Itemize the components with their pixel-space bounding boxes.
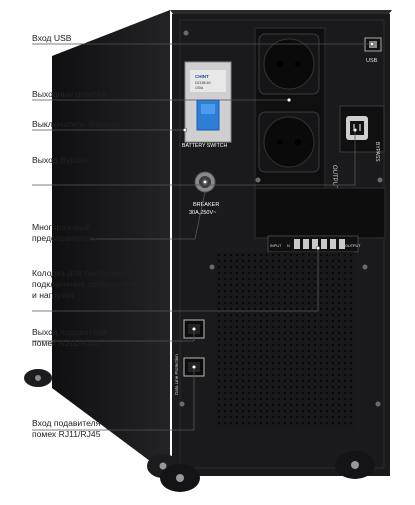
callout-terminal-line2: подключения сетевых проводов bbox=[32, 279, 160, 289]
battery-switch[interactable]: CHINT DZ158-60 100A bbox=[184, 61, 232, 143]
terminal-n-label: N bbox=[287, 244, 290, 248]
screws bbox=[179, 30, 383, 407]
callout-leaders bbox=[32, 43, 372, 431]
callout-dots bbox=[182, 41, 375, 370]
breaker-label: BREAKER bbox=[193, 202, 219, 208]
breaker-model: DZ158-60 bbox=[195, 81, 211, 85]
terminal-input-label: INPUT bbox=[270, 244, 282, 248]
terminal-output-label: OUTPUT bbox=[345, 244, 361, 248]
outlet-2 bbox=[258, 111, 320, 173]
breaker-rating-label: 30A,250V~ bbox=[189, 210, 216, 216]
bypass-label: BYPASS bbox=[374, 142, 380, 162]
vent-grille bbox=[215, 252, 355, 428]
data-line-label: Data Line Protection bbox=[174, 354, 179, 395]
wheels bbox=[24, 369, 375, 492]
callout-usb-in: Вход USB bbox=[32, 33, 72, 43]
callout-surge-in-line1: Вход подавителя bbox=[32, 418, 101, 428]
callout-bypass-out: Выход Bypass bbox=[32, 155, 89, 165]
callout-surge-out-line2: помех RJ11/RJ45 bbox=[32, 338, 101, 348]
callout-outlets: Выходные розетки bbox=[32, 89, 107, 99]
battery-switch-label: BATTERY SWITCH bbox=[182, 143, 228, 149]
cabinet-side bbox=[52, 10, 170, 476]
breaker-rating: 100A bbox=[195, 86, 204, 90]
terminal-l-label: L bbox=[316, 244, 318, 248]
callout-terminal-line1: Колодка для постоянного bbox=[32, 268, 134, 278]
usb-label: USB bbox=[366, 58, 378, 64]
terminal-cover bbox=[254, 187, 386, 239]
callout-terminal-line3: и нагрузки bbox=[32, 290, 74, 300]
callout-surge-out-line1: Выход подавителя bbox=[32, 327, 107, 337]
callout-surge-in-line2: помех RJ11/RJ45 bbox=[32, 429, 101, 439]
outlet-1 bbox=[258, 33, 320, 95]
callout-fuse-line2: предохранитель bbox=[32, 233, 97, 243]
breaker-brand: CHINT bbox=[195, 74, 209, 79]
output-label: OUTPUT bbox=[331, 165, 337, 190]
callout-fuse-line1: Многоразовый bbox=[32, 222, 91, 232]
bypass-iec-socket[interactable] bbox=[346, 116, 368, 140]
callout-battery-switch: Выключатель батареи bbox=[32, 119, 121, 129]
